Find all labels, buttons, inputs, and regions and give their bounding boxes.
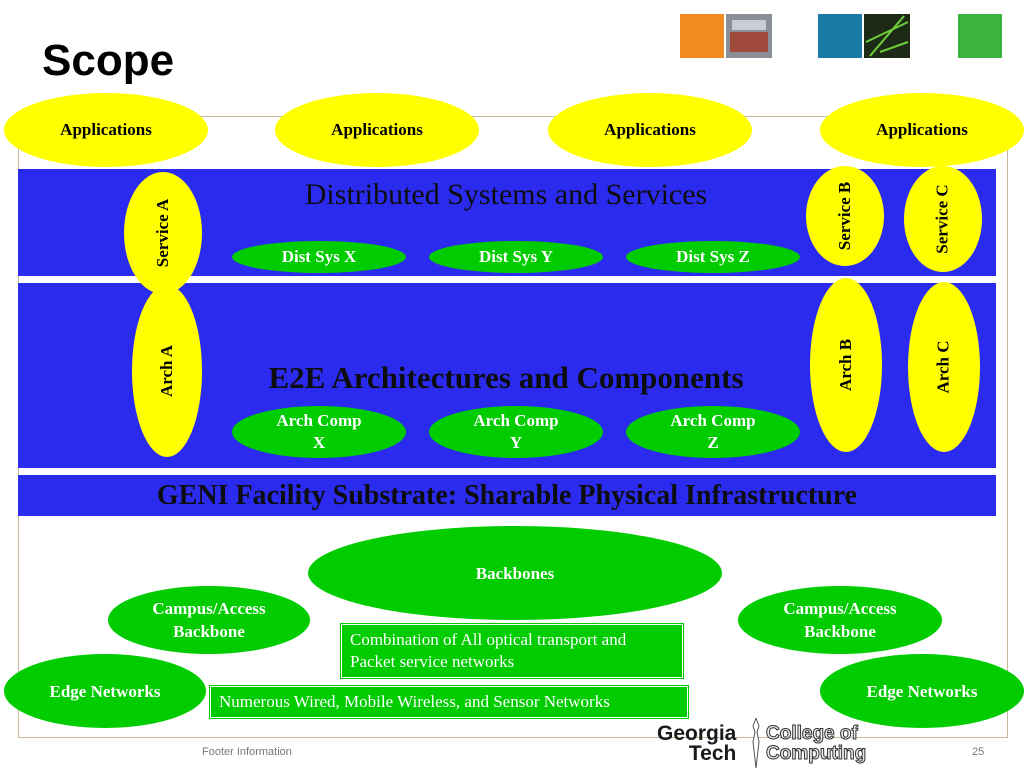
optical-box-line1: Combination of All optical transport and xyxy=(350,630,627,649)
arch-comp-z-line2: Z xyxy=(707,433,719,452)
edge-networks-right-oval: Edge Networks xyxy=(820,654,1024,728)
logo-tech: Tech xyxy=(688,742,737,765)
dist-sys-y-oval: Dist Sys Y xyxy=(429,241,603,273)
service-a-oval: Service A xyxy=(124,172,202,294)
geni-substrate-title: GENI Facility Substrate: Sharable Physic… xyxy=(156,480,858,511)
distributed-systems-title: Distributed Systems and Services xyxy=(304,178,708,211)
footer-information: Footer Information xyxy=(202,746,292,758)
arch-comp-z-line1: Arch Comp xyxy=(670,411,756,430)
service-b-oval: Service B xyxy=(806,166,884,266)
arch-b-label: Arch B xyxy=(835,338,855,392)
geni-substrate-band xyxy=(18,475,996,516)
logo-college-of: College of xyxy=(765,723,858,744)
applications-ellipse-4: Applications xyxy=(820,93,1024,167)
slide-title: Scope xyxy=(42,36,175,85)
applications-ellipse-2: Applications xyxy=(275,93,479,167)
arch-a-oval: Arch A xyxy=(132,285,202,457)
service-c-oval: Service C xyxy=(904,166,982,272)
logo-divider-icon xyxy=(752,716,760,769)
arch-c-label: Arch C xyxy=(933,340,953,394)
arch-comp-x-line2: X xyxy=(312,433,326,452)
logo-computing: Computing xyxy=(765,743,867,764)
campus-left-line1: Campus/Access xyxy=(152,599,266,618)
header-thumbnails xyxy=(680,12,1010,58)
dist-sys-x-oval: Dist Sys X xyxy=(232,241,406,273)
page-number: 25 xyxy=(972,746,985,758)
optical-box-line2: Packet service networks xyxy=(350,652,515,671)
service-a-label: Service A xyxy=(152,198,172,268)
wireless-networks-box: Numerous Wired, Mobile Wireless, and Sen… xyxy=(209,685,689,719)
arch-comp-y-line2: Y xyxy=(509,433,523,452)
applications-ellipse-3: Applications xyxy=(548,93,752,167)
backbones-oval: Backbones xyxy=(308,526,722,620)
edge-networks-left-oval: Edge Networks xyxy=(4,654,206,728)
thumbnail-strip-icon xyxy=(680,14,1002,58)
e2e-architectures-title: E2E Architectures and Components xyxy=(268,360,744,395)
arch-c-oval: Arch C xyxy=(908,282,980,452)
optical-transport-box: Combination of All optical transport and… xyxy=(340,623,684,679)
service-b-label: Service B xyxy=(834,181,854,251)
arch-b-oval: Arch B xyxy=(810,278,882,452)
applications-ellipse-1: Applications xyxy=(4,93,208,167)
campus-right-line2: Backbone xyxy=(804,622,876,641)
georgia-tech-logo: Georgia Tech xyxy=(657,722,737,765)
logo-georgia: Georgia xyxy=(657,722,737,745)
arch-comp-y-line1: Arch Comp xyxy=(473,411,559,430)
campus-right-line1: Campus/Access xyxy=(783,599,897,618)
service-c-label: Service C xyxy=(932,184,952,254)
dist-sys-z-oval: Dist Sys Z xyxy=(626,241,800,273)
arch-a-label: Arch A xyxy=(156,344,176,398)
college-of-computing-logo: College of Computing xyxy=(765,723,867,764)
campus-left-line2: Backbone xyxy=(173,622,245,641)
arch-comp-x-line1: Arch Comp xyxy=(276,411,362,430)
